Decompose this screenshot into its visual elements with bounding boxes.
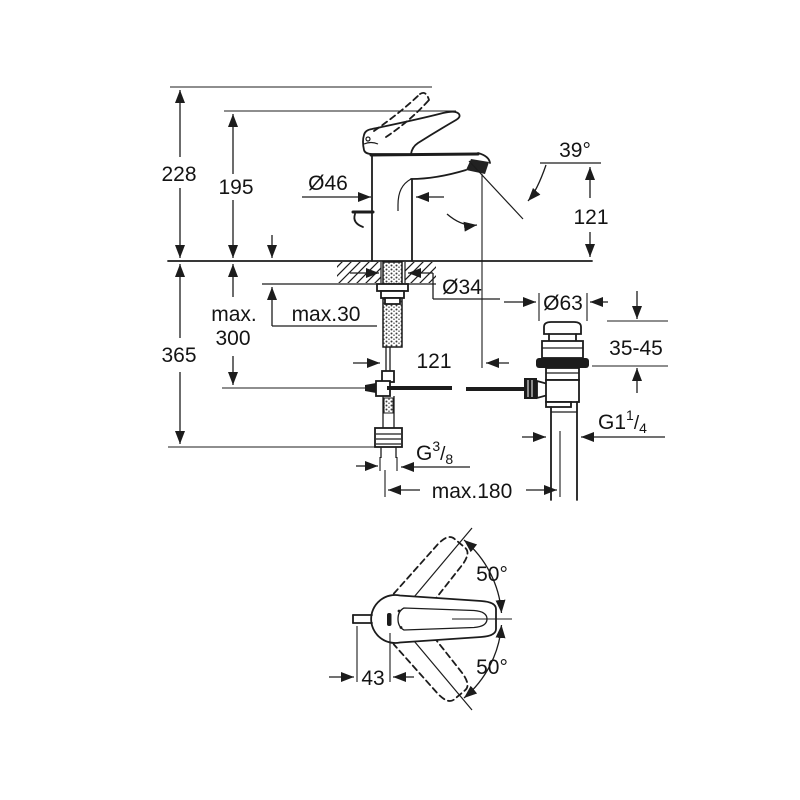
dim-label-50-down: 50° bbox=[476, 656, 508, 679]
dim-max-180: max.180 bbox=[384, 431, 561, 503]
dim-label-max30: max.30 bbox=[292, 303, 361, 326]
dim-spout-height-121: 121 bbox=[446, 167, 609, 368]
dim-depth-365: 365 bbox=[161, 264, 400, 448]
clamp-screw bbox=[524, 378, 537, 399]
dim-height-195: 195 bbox=[218, 110, 456, 258]
dim-popup-35-45: 35-45 bbox=[592, 291, 668, 393]
popup-waste-assembly bbox=[536, 321, 589, 501]
swivel-upper-limit-line bbox=[408, 527, 473, 604]
rod-joint bbox=[365, 383, 376, 393]
spout-aerator bbox=[466, 159, 489, 174]
dim-label-50-up: 50° bbox=[476, 563, 508, 586]
dim-label-35-45: 35-45 bbox=[609, 337, 663, 360]
dim-label-228: 228 bbox=[161, 163, 196, 186]
spout-underside bbox=[410, 169, 467, 180]
swivel-arc-upper bbox=[463, 539, 506, 614]
dim-label-g1-14: G11/4 bbox=[598, 407, 647, 436]
dim-label-121-height: 121 bbox=[573, 206, 608, 229]
popup-upper-body bbox=[541, 340, 584, 359]
swivel-arc-lower bbox=[463, 624, 506, 699]
dim-thread-g3-8: G3/8 bbox=[356, 438, 470, 472]
handle-top-view: 50° 50° bbox=[352, 527, 512, 711]
dim-label-43: 43 bbox=[361, 667, 384, 690]
dim-handle-offset-43: 43 bbox=[329, 626, 414, 690]
dim-thread-g1-14: G11/4 bbox=[522, 407, 665, 442]
dim-label-dia46: Ø46 bbox=[308, 172, 348, 195]
dim-dia-63: Ø63 bbox=[504, 292, 608, 321]
lever-handle-raised-dashed bbox=[373, 93, 421, 132]
dim-label-max: max. bbox=[211, 303, 257, 326]
dim-dia-46: Ø46 bbox=[302, 172, 444, 202]
dim-label-195: 195 bbox=[218, 176, 253, 199]
dim-label-max180: max.180 bbox=[432, 480, 513, 503]
dim-label-365: 365 bbox=[161, 344, 196, 367]
dim-height-228: 228 bbox=[161, 86, 432, 258]
dim-label-39deg: 39° bbox=[559, 139, 591, 162]
rod-adjuster bbox=[383, 397, 394, 414]
water-stream-line bbox=[468, 160, 524, 220]
dim-spout-angle-39: 39° bbox=[468, 139, 601, 220]
lever-handle-down bbox=[362, 110, 461, 155]
dim-dia-34: Ø34 bbox=[350, 268, 500, 300]
popup-valve-body bbox=[545, 379, 580, 403]
spout-tip-pointer-arrow bbox=[446, 213, 478, 232]
dim-label-g3-8: G3/8 bbox=[416, 438, 453, 467]
mounting-shank-and-supply bbox=[365, 261, 409, 458]
mounting-flange bbox=[376, 283, 409, 292]
popup-linkage-rod bbox=[387, 378, 549, 400]
dim-spout-reach-121: 121 bbox=[353, 350, 509, 373]
popup-cap bbox=[543, 321, 582, 335]
popup-flange-seal bbox=[536, 358, 589, 368]
dim-max-30-deck: max.30 bbox=[267, 235, 377, 327]
faucet-side-view bbox=[351, 91, 491, 262]
dim-max-300: max. 300 bbox=[211, 264, 368, 389]
dim-label-121-reach: 121 bbox=[416, 350, 451, 373]
dim-label-dia34: Ø34 bbox=[442, 276, 482, 299]
mounting-nut bbox=[380, 290, 405, 299]
dim-label-300: 300 bbox=[215, 327, 250, 350]
swivel-lower-limit-line bbox=[408, 634, 473, 711]
dim-label-dia63: Ø63 bbox=[543, 292, 583, 315]
handle-pivot-pin bbox=[387, 613, 392, 626]
